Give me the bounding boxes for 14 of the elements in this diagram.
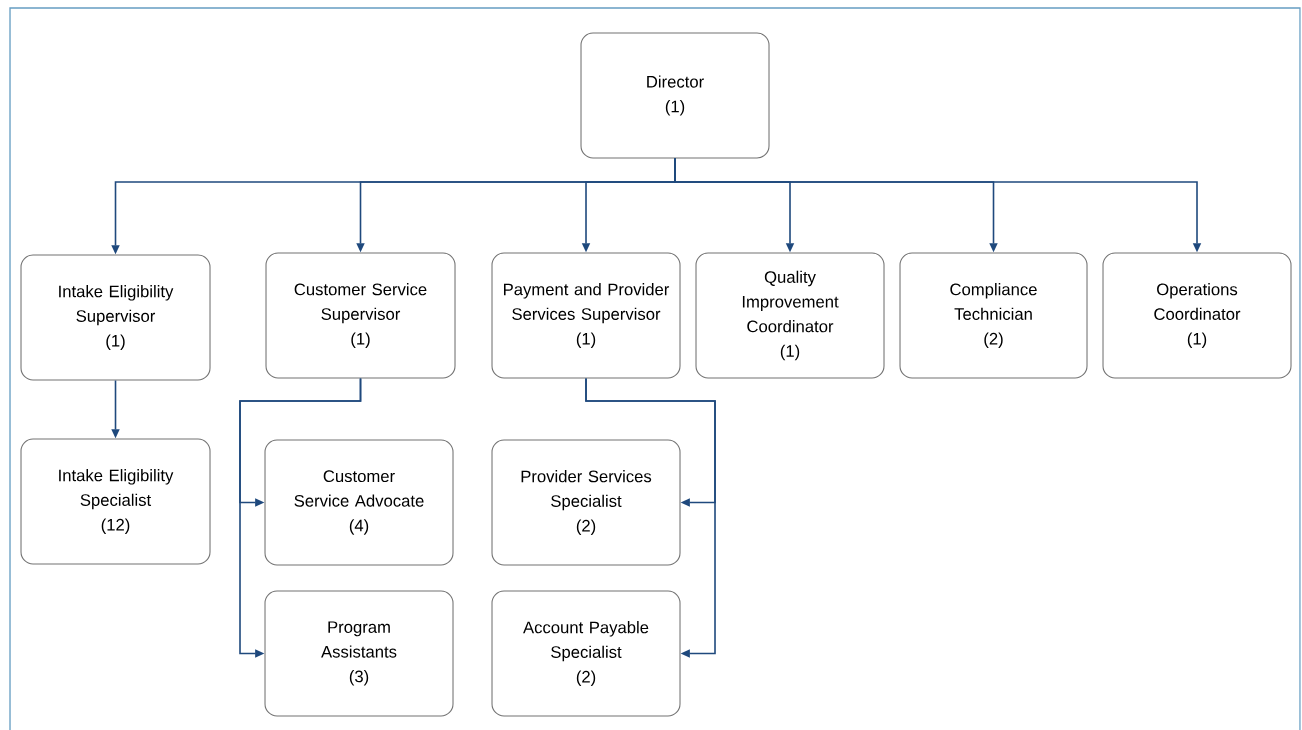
role-box: Customer Service Advocate (4) [264, 439, 454, 566]
role-box: Compliance Technician (2) [899, 252, 1088, 379]
role-box: Quality Improvement Coordinator (1) [695, 252, 885, 379]
arrow [239, 377, 362, 658]
role-box: Director (1) [580, 32, 770, 159]
arrow [585, 377, 716, 658]
role-box: Intake Eligibility Supervisor (1) [20, 254, 211, 381]
role-box: Intake Eligibility Specialist (12) [20, 438, 211, 565]
role-box: Operations Coordinator (1) [1102, 252, 1292, 379]
role-box: Program Assistants (3) [264, 590, 454, 717]
role-box: Provider Services Specialist (2) [491, 439, 681, 566]
role-box: Payment and Provider Services Supervisor (1) [491, 252, 681, 379]
role-box: Account Payable Specialist (2) [491, 590, 681, 717]
role-box: Customer Service Supervisor (1) [265, 252, 456, 379]
